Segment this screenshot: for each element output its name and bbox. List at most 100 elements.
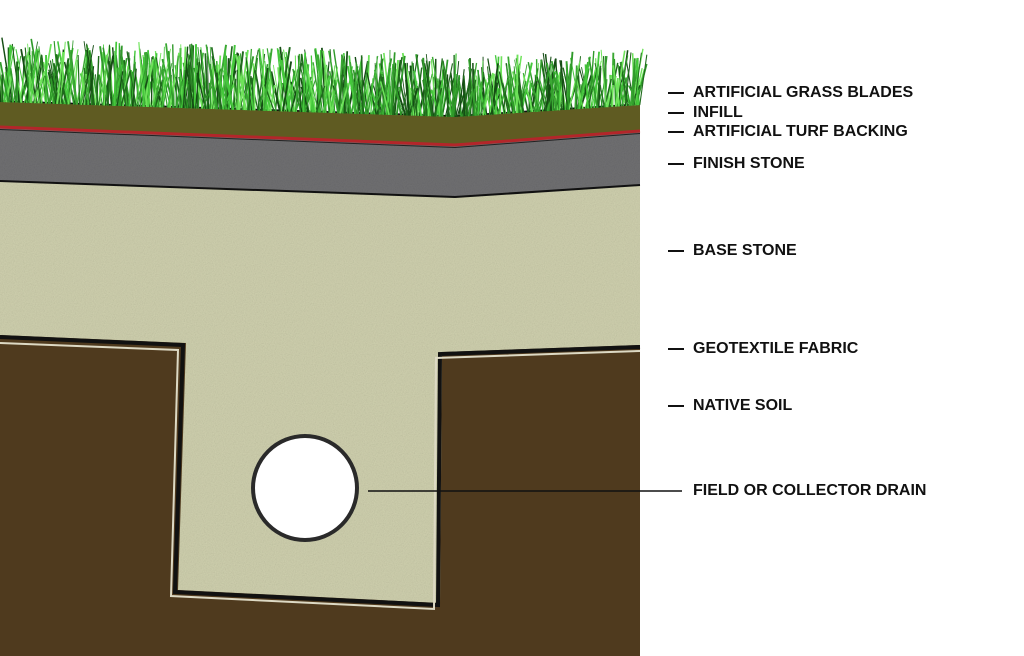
grass-blade [568,61,581,110]
label-text: GEOTEXTILE FABRIC [693,340,859,357]
grass-blade [485,79,492,115]
grass-blade [442,69,451,117]
grass-blade [167,81,173,108]
grass-blade [612,65,621,107]
grass-blade [134,73,143,107]
grass-blade [542,62,545,112]
grass-blade [2,45,13,103]
grass-blade [55,54,68,105]
grass-blade [349,62,359,114]
grass-blade [608,62,619,108]
grass-blade [230,61,238,110]
grass-blade [584,64,589,109]
label-text: ARTIFICIAL GRASS BLADES [693,84,914,101]
leader-dash [668,111,684,114]
grass-blade [487,77,496,115]
grass-blade [287,82,295,112]
grass-blade [560,60,565,110]
grass-blade [276,48,286,112]
label-native-soil: NATIVE SOIL [668,397,792,415]
grass-blade [430,90,441,117]
grass-blade [270,71,281,112]
grass-blade [114,67,119,106]
grass-blade [301,72,306,113]
grass-blade [66,68,75,105]
grass-blade [530,81,538,113]
grass-blade [211,56,223,110]
grass-blade [202,83,214,109]
grass-blade [274,62,282,112]
grass-blade [64,67,73,105]
grass-blade [479,75,491,116]
grass-blade [151,81,159,108]
grass-blade [550,60,561,111]
grass-blade [396,87,406,116]
grass-blade [315,85,326,113]
grass-blade [120,70,131,107]
grass-blade [322,75,331,113]
grass-blade [122,65,129,107]
grass-blade [398,76,409,116]
grass-blade [371,87,384,115]
grass-blade [77,54,81,105]
grass-blade [153,52,162,108]
grass-blade [578,56,592,110]
grass-blade [42,61,55,105]
grass-blade [32,70,46,104]
grass-blade [121,79,127,107]
native-soil-left [0,335,640,656]
grass-blade [73,59,79,105]
grass-blade [1,37,13,103]
grass-blade [507,82,516,114]
grass-blade [162,46,165,108]
grass-blade [377,76,384,115]
grass-blade [180,69,188,109]
grass-blade [614,50,626,107]
grass-blade [304,79,317,113]
label-geotextile-fabric: GEOTEXTILE FABRIC [668,340,858,358]
grass-blade [404,62,410,116]
grass-blade [302,52,307,113]
grass-blade [281,61,293,112]
grass-blade [28,64,31,104]
grass-blade [382,62,391,115]
grass-blade [633,52,642,106]
grass-blade [222,70,235,110]
grass-blade [422,73,433,117]
grass-blade [304,61,317,113]
label-text: BASE STONE [693,242,797,259]
grass-blade [574,65,578,110]
leader-dash [668,91,684,94]
leader-dash [668,249,684,252]
grass-blade [413,70,423,117]
grass-blade [153,61,165,108]
grass-blade [83,67,87,105]
grass-blade [199,49,207,109]
grass-blade [36,75,41,104]
grass-blade [227,44,236,110]
infill-layer [0,101,640,145]
grass-blade [142,57,145,107]
grass-blade [266,48,277,112]
label-text: FIELD OR COLLECTOR DRAIN [693,482,927,499]
grass-blade [542,52,552,111]
grass-blade [182,46,189,109]
grass-blade [341,57,353,114]
grass-blade [536,76,548,112]
grass-blade [44,75,50,104]
leader-dash [668,130,684,133]
grass-blade [116,71,124,106]
grass-blade [425,60,434,117]
grass-blade [245,61,255,111]
grass-blade [408,87,419,116]
grass-blade [333,49,344,114]
grass-blade [392,57,403,116]
grass-blade [498,71,510,114]
grass-blade [494,87,499,115]
grass-blade [247,49,259,111]
grass-blade [36,77,45,104]
grass-blade [0,81,3,103]
grass-blade [205,44,217,110]
grass-blade [355,62,368,115]
grass-blade [161,68,164,108]
